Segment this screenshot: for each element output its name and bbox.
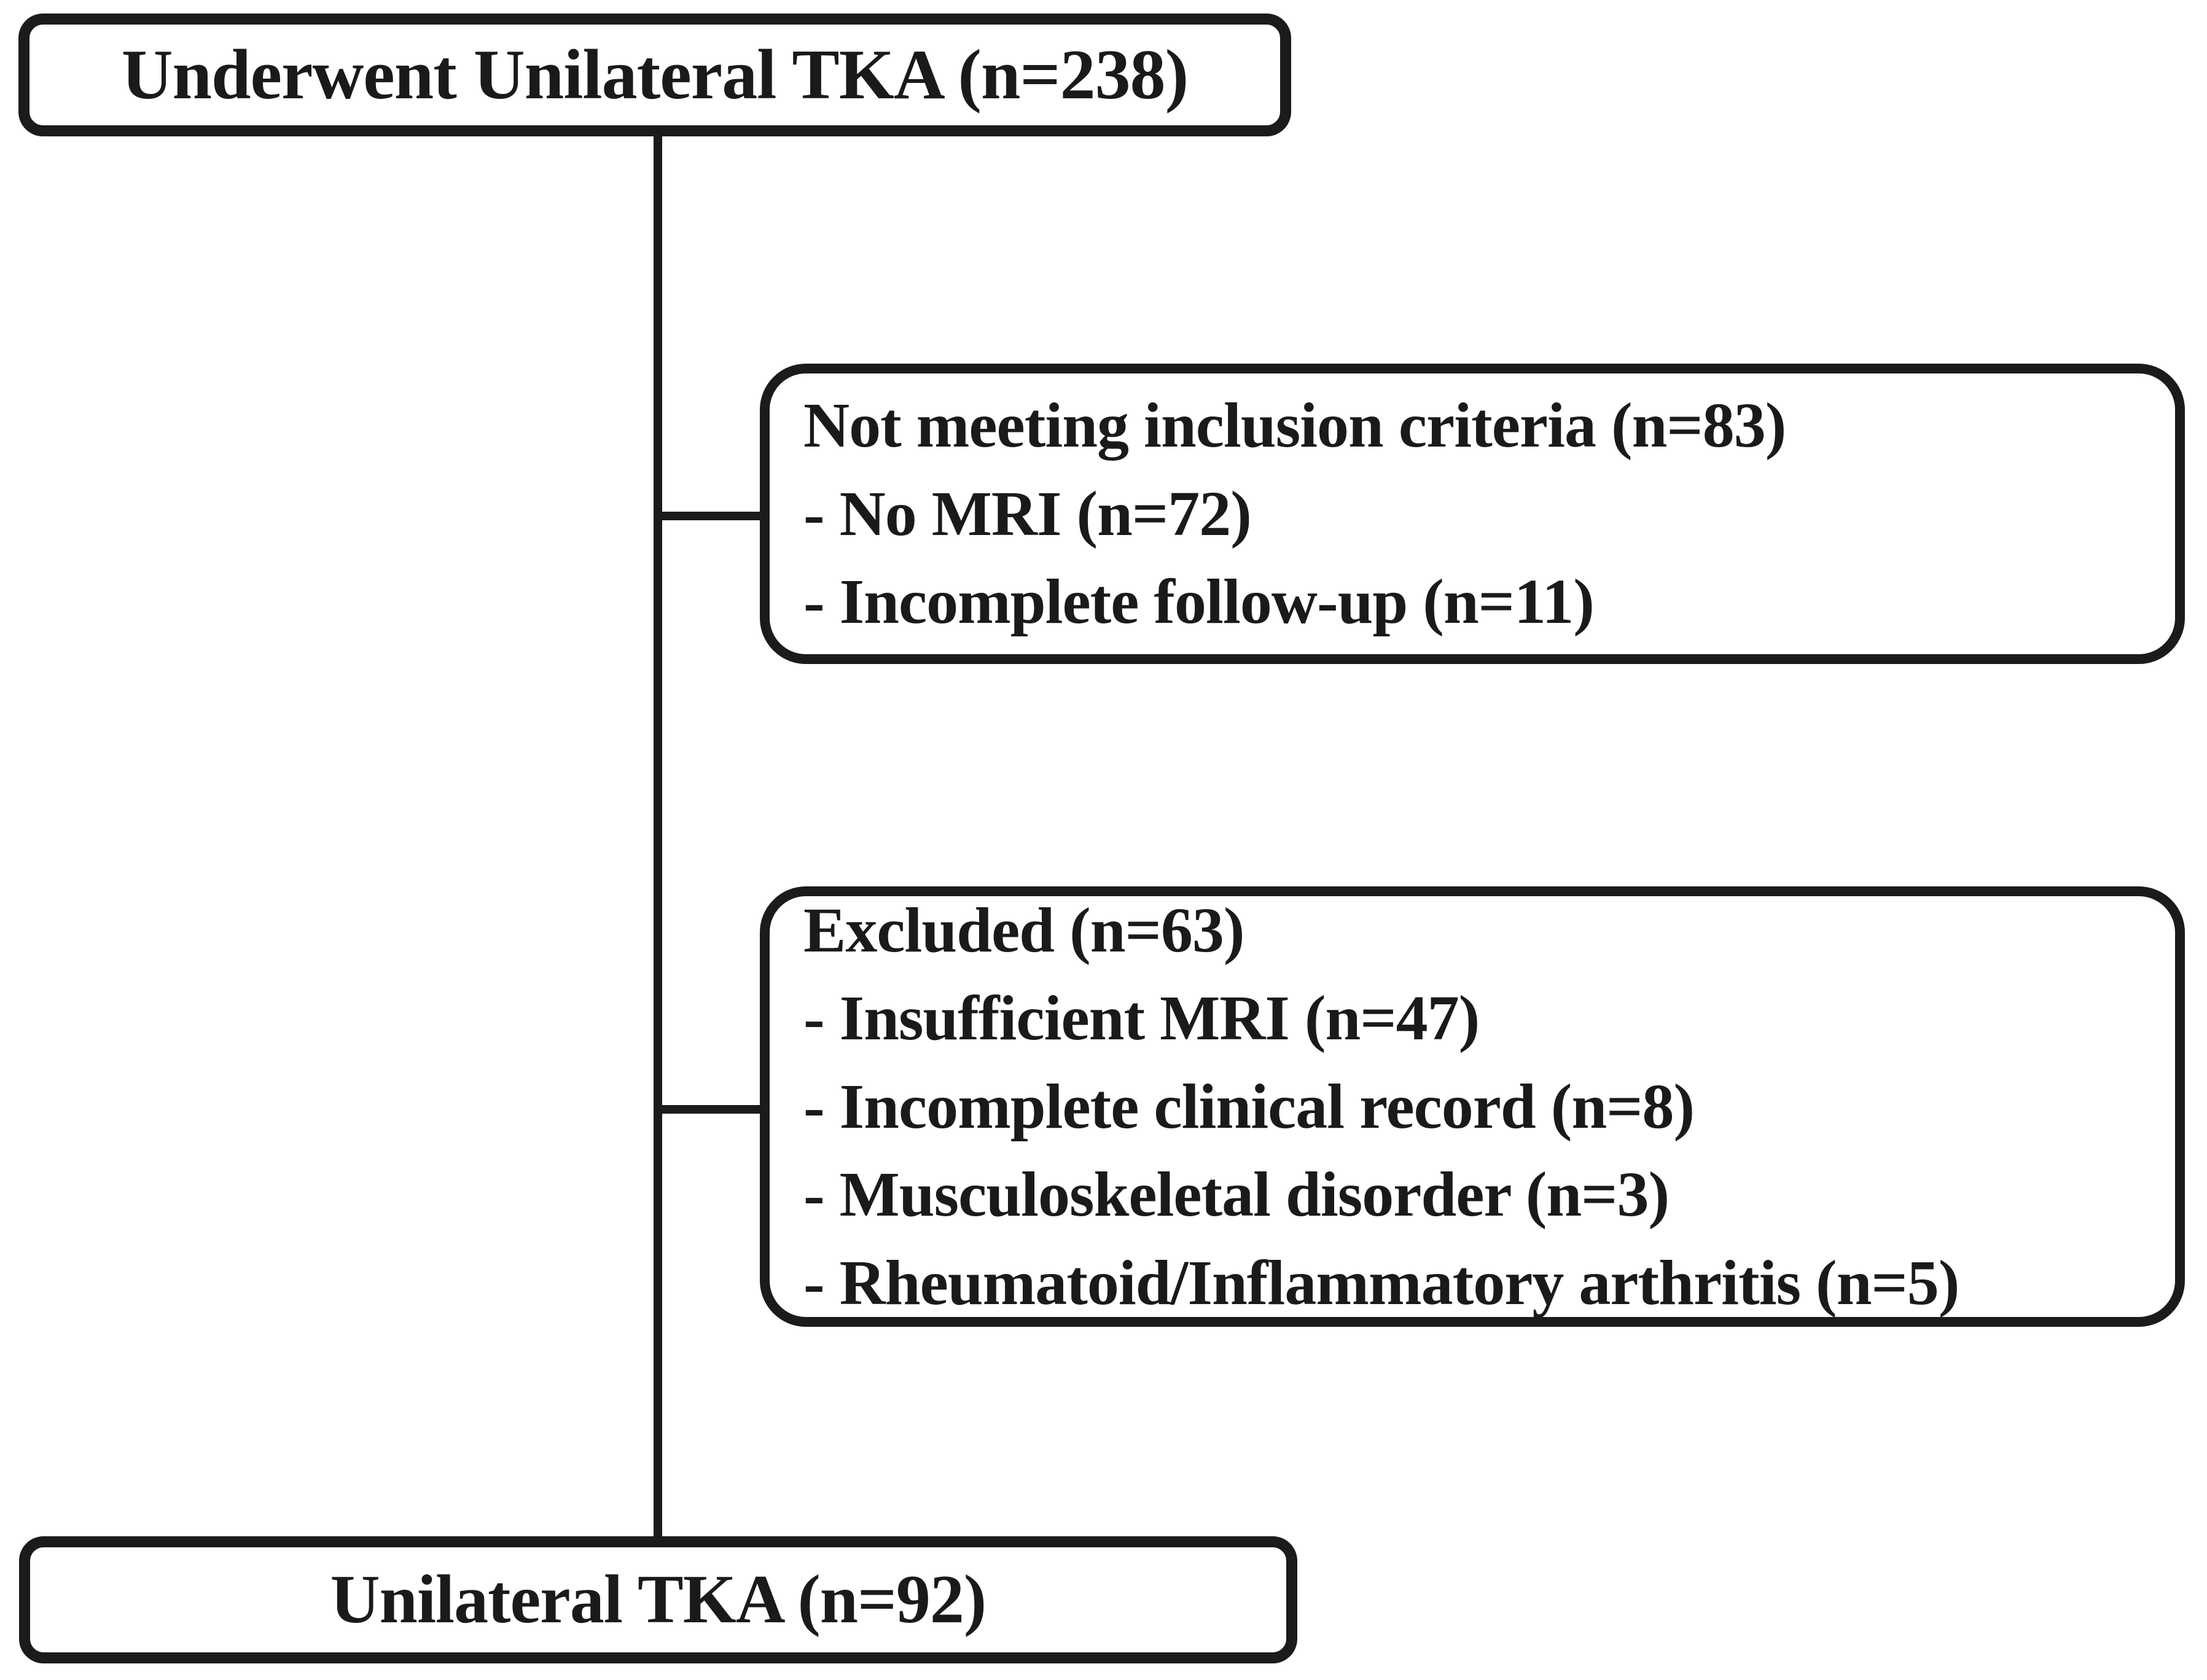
box-unilateral-tka-label: Unilateral TKA (n=92) bbox=[330, 1561, 986, 1638]
excluded-line-clinical-record: - Incomplete clinical record (n=8) bbox=[803, 1071, 1695, 1142]
criteria-line-no-mri: - No MRI (n=72) bbox=[803, 478, 1252, 549]
box-unilateral-tka: Unilateral TKA (n=92) bbox=[19, 1536, 1297, 1663]
excluded-line-musculoskeletal: - Musculoskeletal disorder (n=3) bbox=[803, 1159, 1670, 1230]
box-excluded: Excluded (n=63) - Insufficient MRI (n=47… bbox=[760, 886, 2185, 1327]
box-not-meeting-inclusion-criteria: Not meeting inclusion criteria (n=83) - … bbox=[760, 364, 2185, 664]
box-underwent-unilateral-tka: Underwent Unilateral TKA (n=238) bbox=[18, 14, 1291, 136]
excluded-line-insufficient-mri: - Insufficient MRI (n=47) bbox=[803, 983, 1480, 1054]
criteria-line-follow-up: - Incomplete follow-up (n=11) bbox=[803, 566, 1595, 638]
horizontal-connector-excluded bbox=[654, 1105, 769, 1114]
excluded-line-rheumatoid: - Rheumatoid/Inflammatory arthritis (n=5… bbox=[803, 1247, 1959, 1318]
excluded-line-header: Excluded (n=63) bbox=[803, 894, 1244, 966]
horizontal-connector-criteria bbox=[654, 512, 769, 520]
vertical-connector-line bbox=[654, 129, 662, 1539]
box-underwent-unilateral-tka-label: Underwent Unilateral TKA (n=238) bbox=[121, 35, 1189, 114]
criteria-line-header: Not meeting inclusion criteria (n=83) bbox=[803, 390, 1786, 461]
